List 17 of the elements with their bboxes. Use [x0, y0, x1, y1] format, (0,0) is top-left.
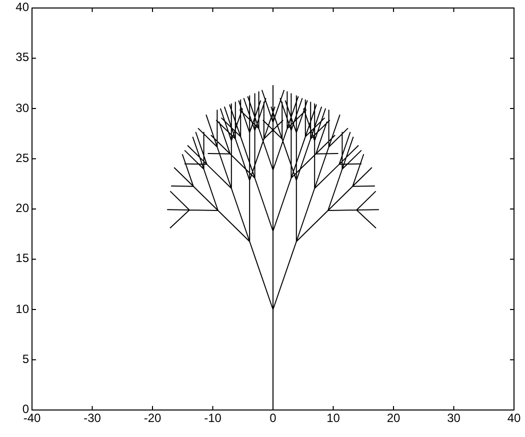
tick-label: 30	[447, 411, 460, 425]
tick-label: 35	[16, 50, 29, 64]
tick-label: 0	[22, 402, 29, 416]
tick-label: 20	[386, 411, 400, 425]
tick-label: 10	[326, 411, 340, 425]
tick-label: 0	[270, 411, 276, 425]
tick-label: 25	[16, 150, 29, 165]
tick-label: -30	[84, 411, 101, 425]
tick-label: 15	[16, 251, 29, 266]
tick-label: 10	[16, 302, 29, 316]
tick-label: 20	[16, 201, 29, 215]
tick-label: -20	[144, 411, 162, 425]
tick-label: 40	[507, 411, 521, 425]
tick-label: 30	[16, 100, 29, 114]
tick-label: -10	[204, 411, 222, 425]
tick-label: 5	[22, 352, 29, 366]
tick-label: 40	[16, 0, 29, 14]
